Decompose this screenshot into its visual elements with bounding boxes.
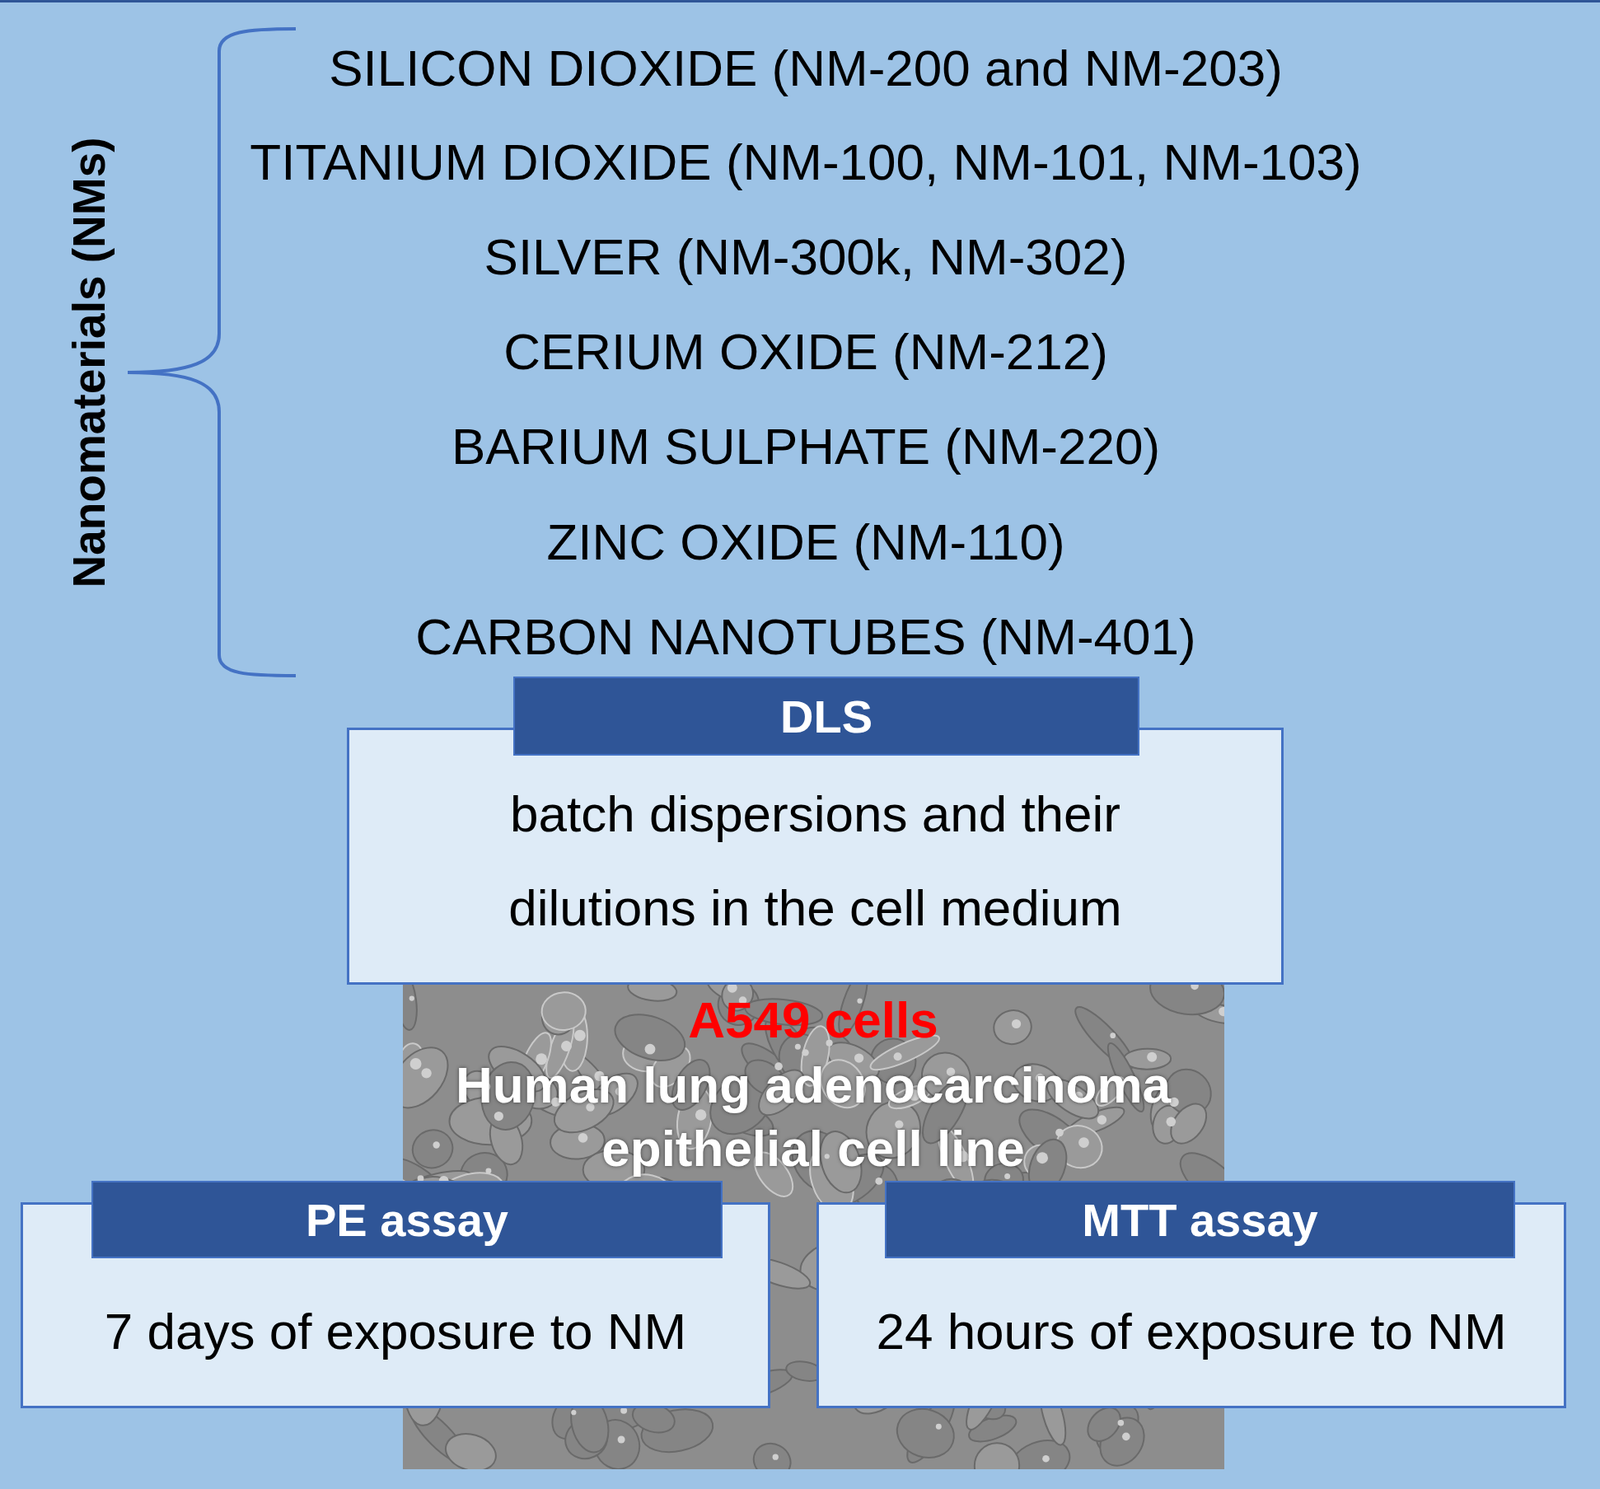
cell-nucleus xyxy=(409,995,415,1001)
cell-outline xyxy=(965,1433,1030,1470)
cell-nucleus xyxy=(801,1048,809,1056)
cell-nucleus xyxy=(874,1177,883,1185)
cell-nucleus xyxy=(727,984,738,993)
box-heading: DLS xyxy=(513,676,1140,756)
cell-nucleus xyxy=(1190,984,1199,990)
cell-outline xyxy=(748,1436,797,1470)
material-label: SILVER (NM-300k, NM-302) xyxy=(484,227,1128,286)
cell-outline xyxy=(1163,1097,1214,1151)
box-heading: PE assay xyxy=(91,1180,723,1259)
curly-brace xyxy=(127,28,296,676)
material-label: SILICON DIOXIDE (NM-200 and NM-203) xyxy=(328,38,1283,98)
material-label: ZINC OXIDE (NM-110) xyxy=(546,512,1065,571)
cell-nucleus xyxy=(574,1029,586,1042)
cell-nucleus xyxy=(1036,1151,1048,1164)
cell-nucleus xyxy=(1097,1114,1107,1124)
cell-nucleus xyxy=(1122,1432,1131,1441)
cell-nucleus xyxy=(421,1067,431,1078)
cell-outline xyxy=(402,984,421,1032)
cell-nucleus xyxy=(617,1436,626,1444)
cell-nucleus xyxy=(772,1454,779,1460)
cell-nucleus xyxy=(1109,1032,1116,1039)
cell-outline xyxy=(890,1401,961,1465)
box-heading: MTT assay xyxy=(884,1180,1516,1259)
assay-box: DLSbatch dispersions and their dilutions… xyxy=(346,727,1284,985)
cell-nucleus xyxy=(1118,1419,1125,1427)
cell-nucleus xyxy=(570,1409,576,1415)
material-label: CERIUM OXIDE (NM-212) xyxy=(503,322,1109,381)
cell-outline xyxy=(402,1036,459,1119)
cell-nucleus xyxy=(935,1423,942,1430)
assay-box: PE assay7 days of exposure to NM xyxy=(20,1202,771,1409)
cell-nucleus xyxy=(1042,1454,1050,1463)
material-label: CARBON NANOTUBES (NM-401) xyxy=(415,607,1196,666)
assay-box: MTT assay24 hours of exposure to NM xyxy=(816,1202,1567,1409)
cell-outline xyxy=(540,991,587,1032)
cell-outline xyxy=(1146,984,1225,1020)
cell-nucleus xyxy=(432,1141,440,1148)
material-label: TITANIUM DIOXIDE (NM-100, NM-101, NM-103… xyxy=(249,132,1362,192)
box-body-text: batch dispersions and their dilutions in… xyxy=(444,767,1187,955)
cell-nucleus xyxy=(1078,1136,1090,1148)
cell-outline xyxy=(626,984,679,1004)
box-body-text: 24 hours of exposure to NM xyxy=(837,1300,1546,1363)
cell-line-description: Human lung adenocarcinoma epithelial cel… xyxy=(417,1052,1209,1180)
cell-nucleus xyxy=(1218,1006,1225,1016)
cell-nucleus xyxy=(1166,1116,1177,1127)
cell-nucleus xyxy=(620,1407,627,1414)
top-rule xyxy=(0,0,1600,3)
cell-nucleus xyxy=(1011,1019,1021,1029)
material-label: BARIUM SULPHATE (NM-220) xyxy=(451,416,1161,476)
cell-nucleus xyxy=(561,1040,572,1052)
box-body-text: 7 days of exposure to NM xyxy=(41,1300,750,1363)
cell-outline xyxy=(990,1006,1034,1048)
vertical-group-label: Nanomaterials (NMs) xyxy=(63,136,116,588)
cell-nucleus xyxy=(645,1043,656,1055)
cell-nucleus xyxy=(578,1132,589,1143)
cell-nucleus xyxy=(1055,1128,1064,1137)
cell-nucleus xyxy=(1169,1097,1179,1107)
cell-nucleus xyxy=(485,1167,492,1174)
cell-line-name: A549 cells xyxy=(687,990,938,1049)
cell-outline xyxy=(441,1427,501,1470)
cell-nucleus xyxy=(410,1057,422,1070)
